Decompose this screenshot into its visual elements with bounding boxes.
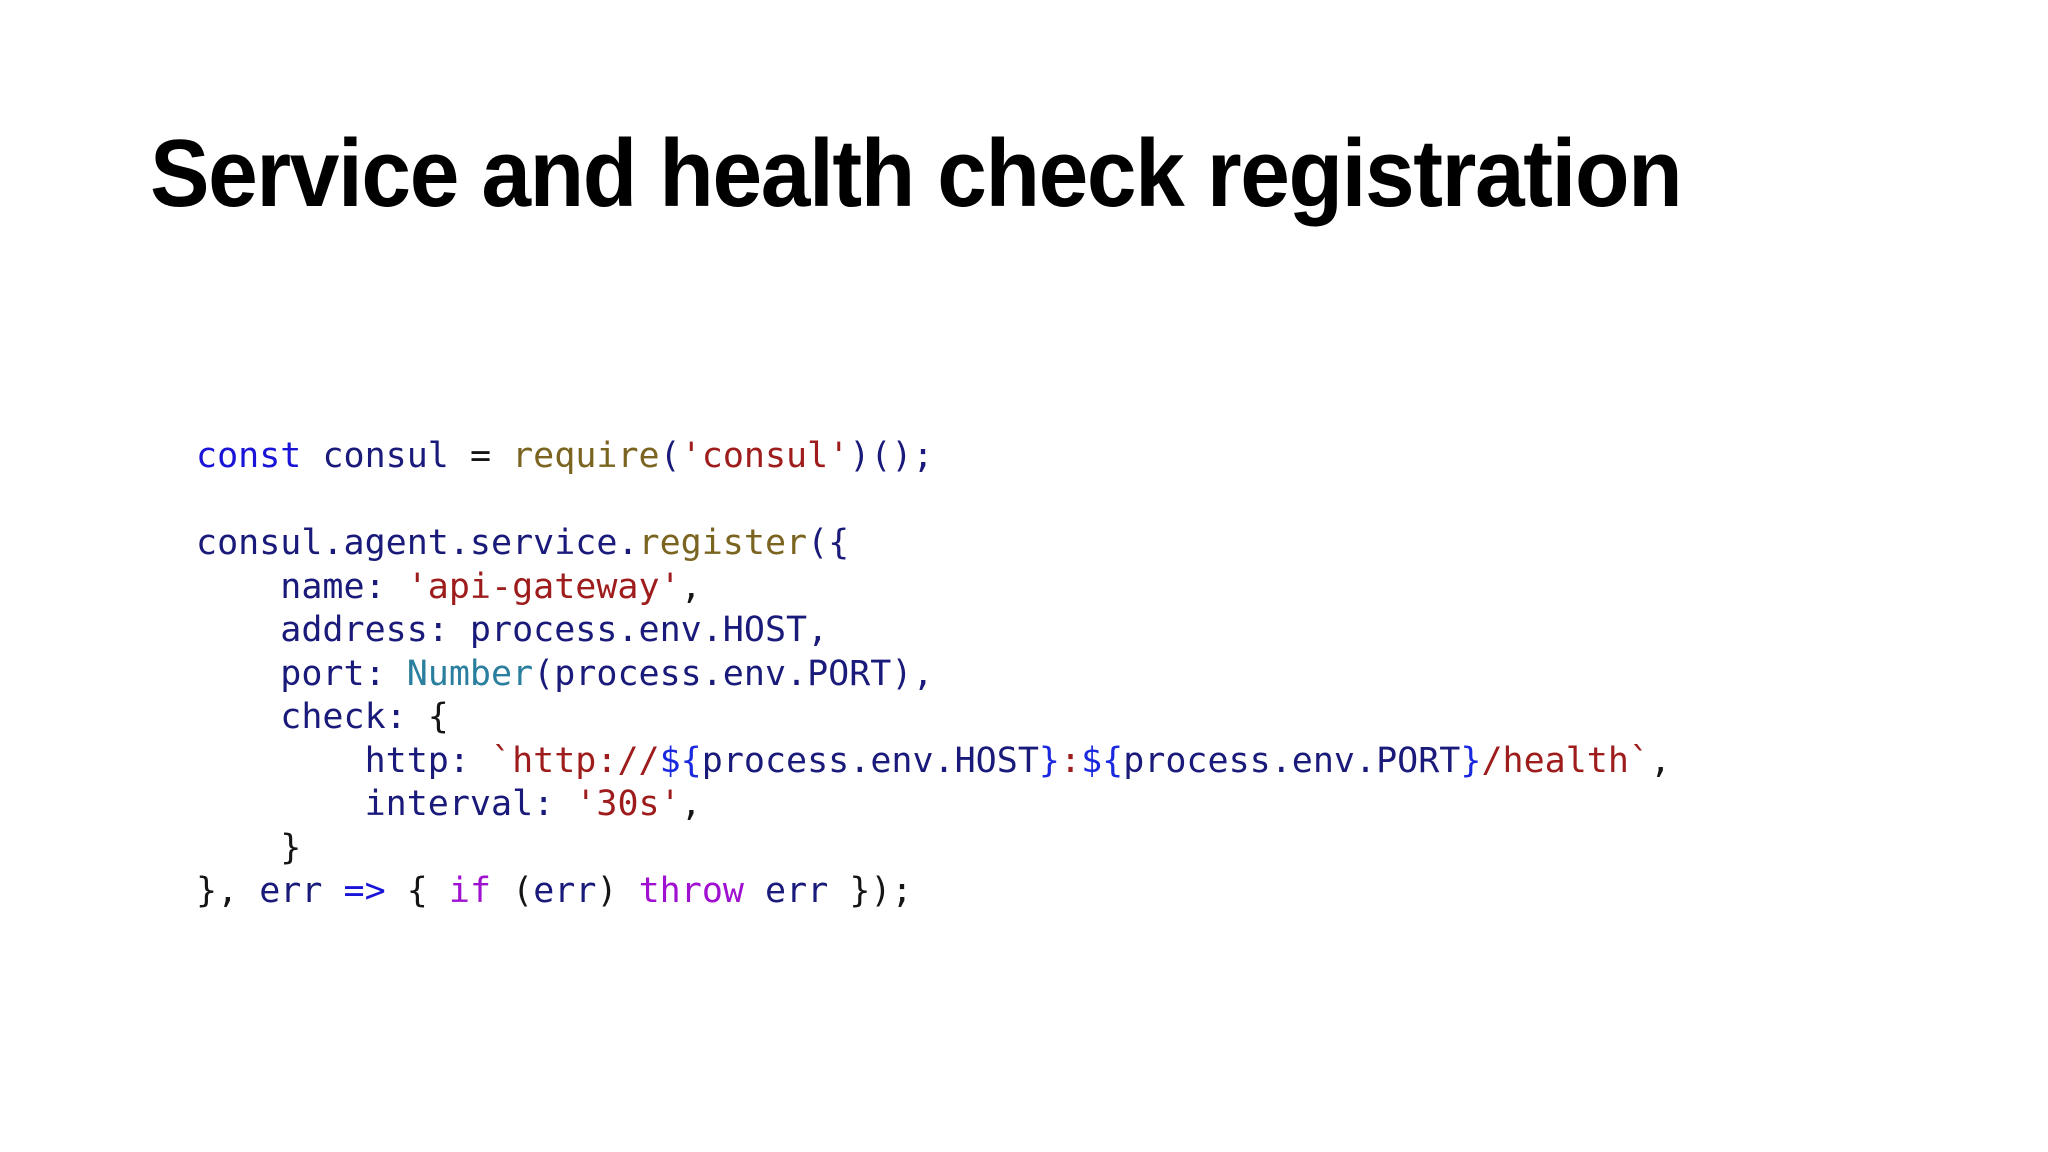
code-token-id: check: xyxy=(196,697,428,737)
code-line: }, err => { if (err) throw err }); xyxy=(196,870,1671,914)
code-line: address: process.env.HOST, xyxy=(196,609,1671,653)
code-token-interp: ${ xyxy=(1081,740,1124,781)
code-token-punc xyxy=(386,871,407,911)
code-token-id: interval: xyxy=(196,784,576,824)
code-token-punc: ) xyxy=(596,871,639,911)
code-token-id: name: xyxy=(196,566,407,607)
code-token-interp: } xyxy=(1038,740,1060,781)
code-token-id: process.env.PORT xyxy=(1123,740,1461,781)
code-token-id: ( xyxy=(659,436,681,476)
code-token-interp: ${ xyxy=(659,740,702,781)
code-token-kw: => xyxy=(343,871,386,911)
code-token-punc: , xyxy=(1650,740,1672,781)
code-line: check: { xyxy=(196,696,1671,740)
code-token-str: `http:// xyxy=(491,740,660,781)
code-token-id: err xyxy=(259,871,323,911)
code-token-fn: require xyxy=(512,436,660,476)
code-block: const consul = require('consul')(); cons… xyxy=(196,435,1671,914)
code-token-kw2: if xyxy=(448,871,492,911)
code-token-punc: }); xyxy=(828,871,913,911)
code-token-op: = xyxy=(469,436,492,476)
code-token-punc: ( xyxy=(491,871,534,911)
code-token-punc: , xyxy=(680,784,702,824)
code-token-punc xyxy=(428,871,449,911)
code-token-str: 'api-gateway' xyxy=(406,566,681,607)
code-line: } xyxy=(196,827,1671,871)
code-line: const consul = require('consul')(); xyxy=(196,435,1671,479)
code-token-id: err xyxy=(765,871,829,911)
code-token-id: ({ xyxy=(807,523,850,563)
code-token-id: process.env.HOST xyxy=(701,740,1039,781)
page-title: Service and health check registration xyxy=(150,120,1683,228)
code-token-type: Number xyxy=(406,653,534,694)
code-token-interp: } xyxy=(1460,740,1482,781)
code-token-kw: const xyxy=(196,436,302,476)
code-token-id: err xyxy=(533,871,597,911)
code-token-punc: { xyxy=(427,697,449,737)
code-token-punc: { xyxy=(406,871,428,911)
code-line: name: 'api-gateway', xyxy=(196,566,1671,610)
code-token-str: : xyxy=(1059,740,1082,781)
code-token-kw2: throw xyxy=(638,871,744,911)
code-token-str: '30s' xyxy=(575,784,681,824)
code-token-id: address: process.env.HOST, xyxy=(196,610,829,650)
code-token-punc: } xyxy=(196,827,302,868)
code-token-punc: }, xyxy=(196,871,239,911)
code-token-id: consul.agent.service. xyxy=(196,523,639,563)
code-token-punc: , xyxy=(680,566,702,607)
code-line: interval: '30s', xyxy=(196,783,1671,827)
code-token-id: port: xyxy=(196,653,407,694)
code-token-id: )(); xyxy=(849,436,934,476)
code-token-punc xyxy=(491,436,512,476)
code-token-fn: register xyxy=(638,523,808,563)
code-line: consul.agent.service.register({ xyxy=(196,522,1671,566)
code-token-id: http: xyxy=(196,740,492,781)
code-token-id: (process.env.PORT), xyxy=(533,653,934,694)
code-line: port: Number(process.env.PORT), xyxy=(196,653,1671,697)
code-token-punc xyxy=(238,871,259,911)
code-token-id: consul xyxy=(322,436,449,476)
code-token-punc xyxy=(301,436,322,476)
code-token-str: 'consul' xyxy=(680,436,850,476)
code-line: http: `http://${process.env.HOST}:${proc… xyxy=(196,740,1672,784)
code-token-punc xyxy=(322,871,343,911)
code-token-str: /health` xyxy=(1481,740,1651,781)
code-token-punc xyxy=(744,871,765,911)
code-line xyxy=(196,479,1671,523)
code-token-punc xyxy=(449,436,470,476)
